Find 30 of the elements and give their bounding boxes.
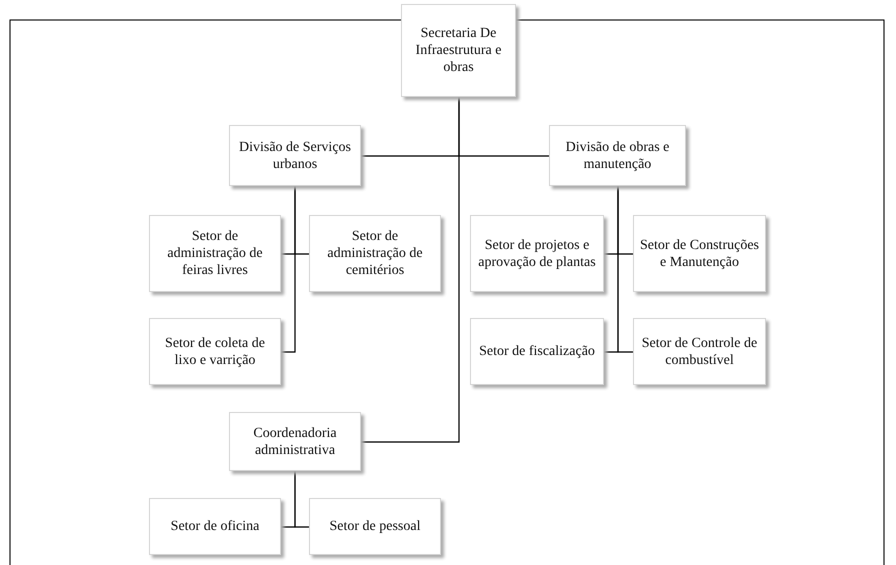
connector-line [281, 186, 296, 353]
org-box [401, 4, 516, 97]
unit-name: Setor de Construções e Manutenção [640, 236, 759, 270]
org-box [309, 215, 441, 292]
unit-name: Setor de administração de cemitérios [326, 228, 424, 279]
unit-name: Setor de oficina [170, 518, 260, 535]
org-box [229, 412, 361, 471]
org-box [633, 215, 766, 292]
org-box [149, 318, 281, 385]
org-box [470, 215, 604, 292]
unit-name: Divisão de obras e manutenção [564, 138, 670, 172]
unit-name: Setor de pessoal [330, 518, 420, 535]
org-box [309, 498, 441, 555]
unit-name: Setor de administração de feiras livres [166, 228, 264, 279]
org-box [549, 125, 686, 186]
unit-name: Coordenadoria administrativa [252, 424, 338, 458]
unit-name: Setor de Controle de combustível [640, 334, 758, 368]
org-box [229, 125, 361, 186]
connector-line [361, 97, 460, 443]
unit-name: Setor de projetos e aprovação de plantas [477, 236, 597, 270]
unit-name: Secretaria De Infraestrutura e obras [414, 25, 502, 76]
unit-name: Setor de coleta de lixo e varrição [164, 334, 266, 368]
org-box [633, 318, 766, 385]
org-box [149, 215, 281, 292]
connector-line [294, 471, 309, 528]
org-box [470, 318, 604, 385]
org-box [149, 498, 281, 555]
connector-line [617, 186, 633, 353]
unit-name: Divisão de Serviços urbanos [238, 138, 352, 172]
unit-name: Setor de fiscalização [479, 343, 595, 360]
